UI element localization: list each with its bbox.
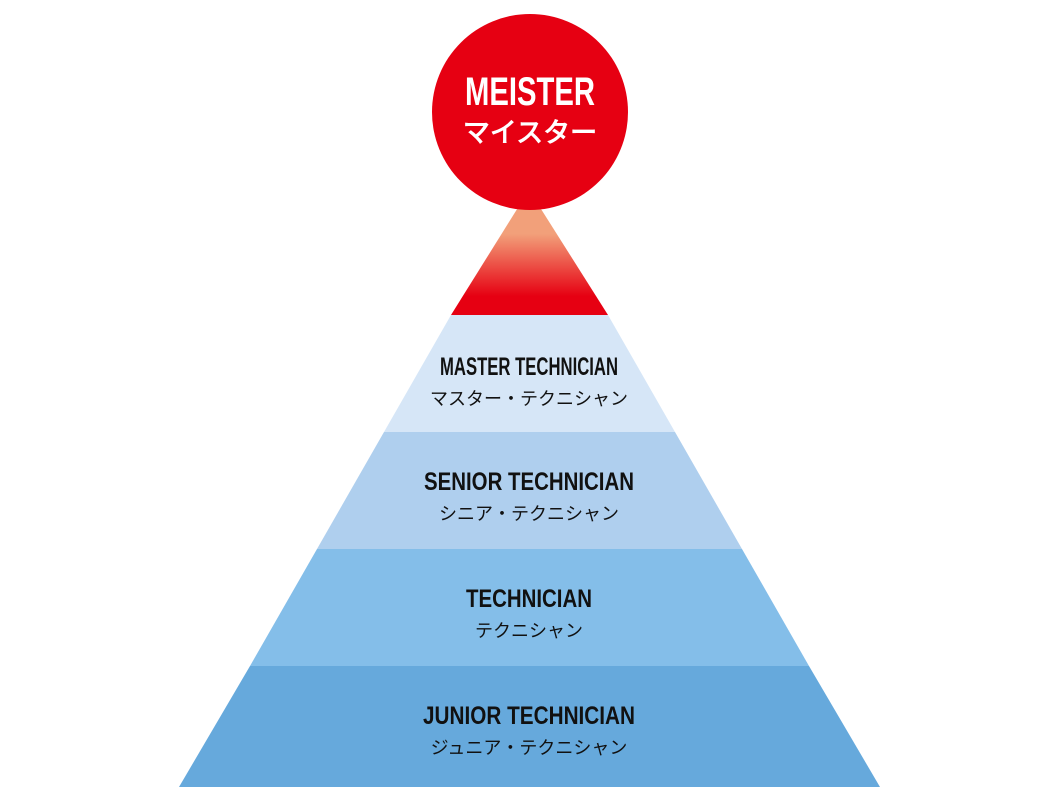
tier-band-junior: [179, 666, 880, 787]
tier-band-technician: [250, 549, 809, 666]
tier-title-technician: TECHNICIAN: [466, 585, 592, 613]
tier-title-senior: SENIOR TECHNICIAN: [424, 468, 634, 496]
tier-band-master: [384, 315, 675, 432]
tier-subtitle-technician: テクニシャン: [475, 621, 583, 642]
meister-circle: [432, 14, 628, 210]
tier-subtitle-senior: シニア・テクニシャン: [439, 504, 619, 525]
meister-title: MEISTER: [465, 70, 595, 114]
meister-subtitle: マイスター: [463, 118, 597, 149]
tier-title-master: MASTER TECHNICIAN: [440, 353, 618, 381]
tier-subtitle-master: マスター・テクニシャン: [430, 389, 628, 410]
tier-title-junior: JUNIOR TECHNICIAN: [423, 702, 635, 730]
pyramid-apex: [451, 190, 608, 315]
tier-band-senior: [317, 432, 742, 549]
tier-subtitle-junior: ジュニア・テクニシャン: [431, 738, 628, 759]
